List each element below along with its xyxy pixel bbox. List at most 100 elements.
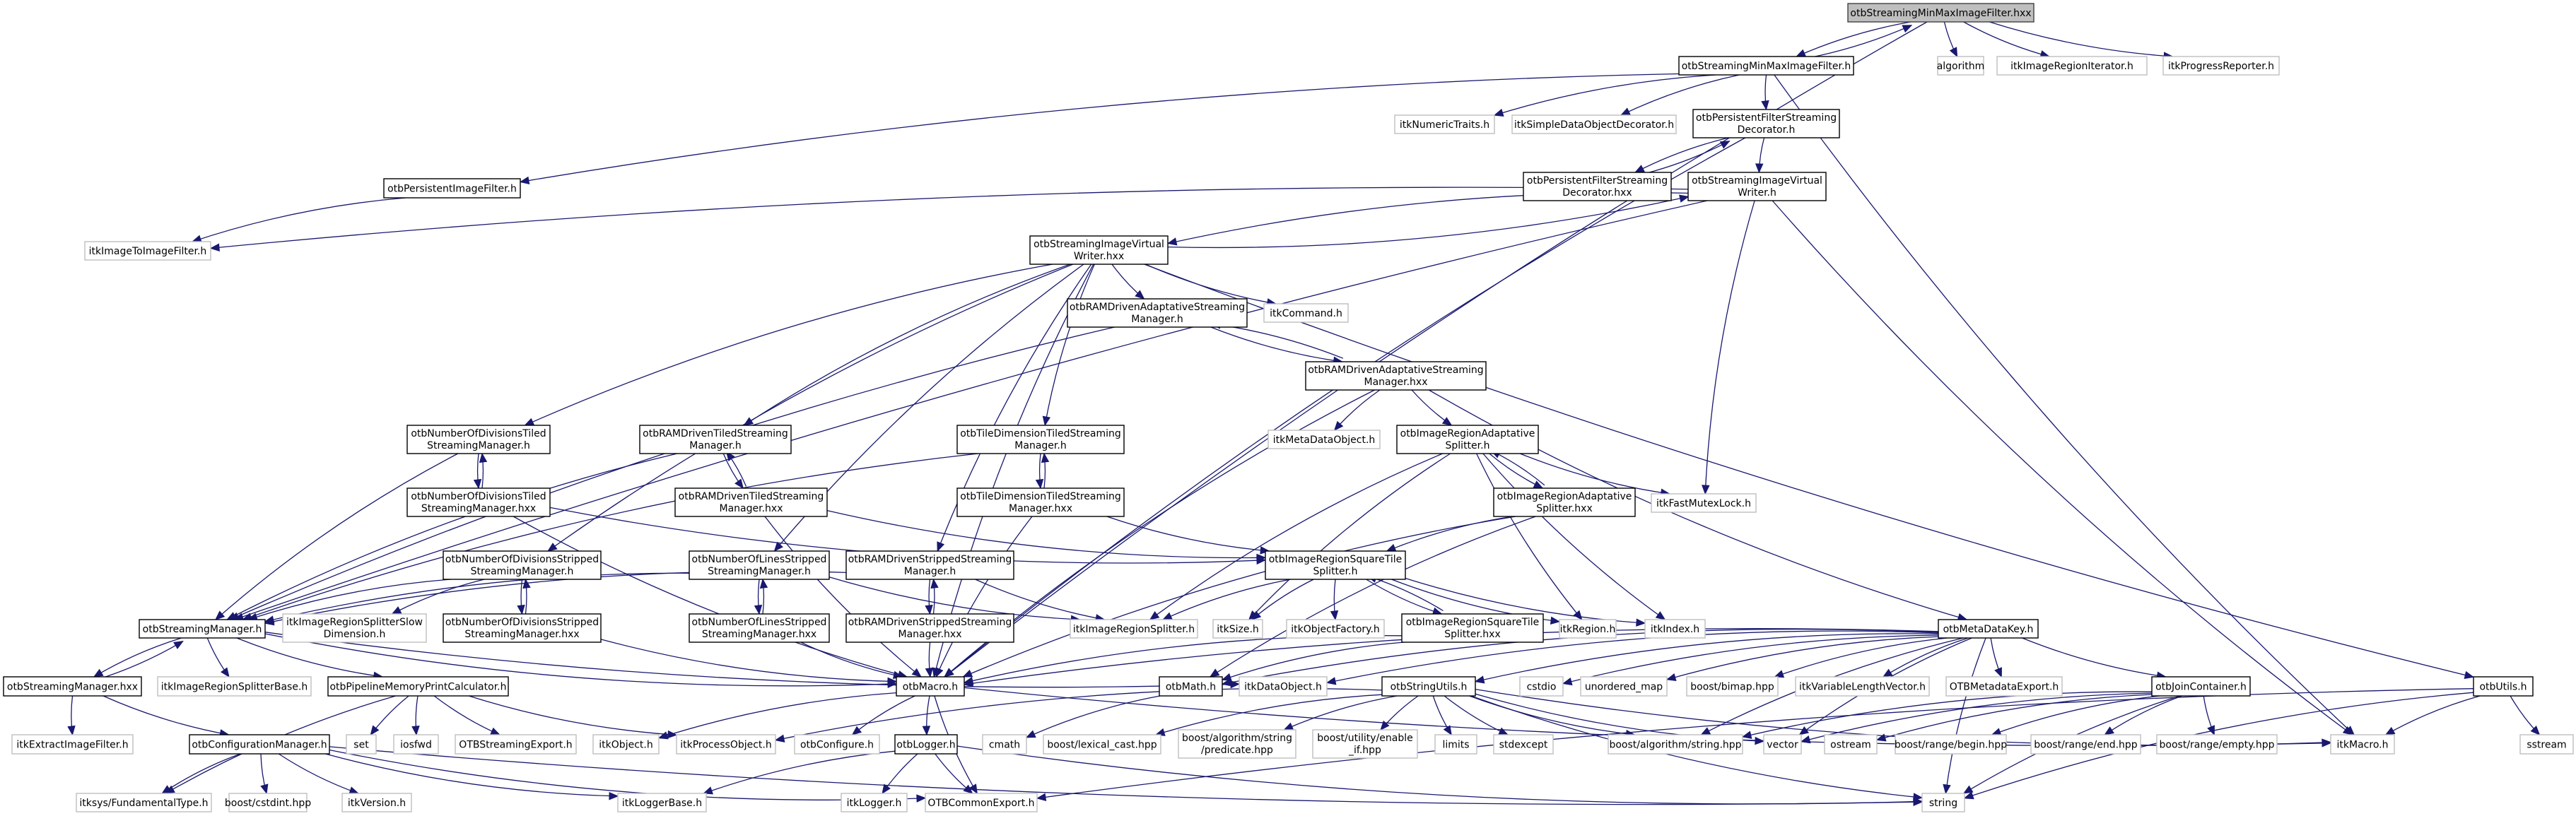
node-sm_h[interactable]: otbStreamingManager.h xyxy=(139,619,266,639)
node-predicate[interactable]: boost/algorithm/string/predicate.hpp xyxy=(1178,729,1296,759)
node-itkImageRegionSplitter[interactable]: itkImageRegionSplitter.h xyxy=(1070,619,1198,639)
node-cstdint[interactable]: boost/cstdint.hpp xyxy=(225,793,311,812)
node-label: boost/bimap.hpp xyxy=(1690,682,1774,693)
node-string[interactable]: string xyxy=(1921,793,1965,812)
node-nodtsm_h[interactable]: otbNumberOfDivisionsTiledStreamingManage… xyxy=(406,425,551,454)
node-pfsd_hxx[interactable]: otbPersistentFilterStreamingDecorator.hx… xyxy=(1523,172,1672,201)
node-minmax_h[interactable]: otbStreamingMinMaxImageFilter.h xyxy=(1678,56,1854,76)
node-iosfwd[interactable]: iosfwd xyxy=(393,734,439,755)
node-itkLogger[interactable]: itkLogger.h xyxy=(841,793,908,812)
node-itkLoggerBase[interactable]: itkLoggerBase.h xyxy=(617,793,707,812)
node-nolssm_h[interactable]: otbNumberOfLinesStrippedStreamingManager… xyxy=(689,550,830,580)
node-algorithm[interactable]: algorithm xyxy=(1937,56,1985,76)
node-cstdio[interactable]: cstdio xyxy=(1519,676,1564,697)
node-range_empty[interactable]: boost/range/empty.hpp xyxy=(2156,734,2278,755)
node-configManager[interactable]: otbConfigurationManager.h xyxy=(189,734,330,755)
node-itkObjectFactory[interactable]: itkObjectFactory.h xyxy=(1286,619,1385,639)
node-itkImageToImageFilter[interactable]: itkImageToImageFilter.h xyxy=(84,241,211,261)
node-sm_hxx[interactable]: otbStreamingManager.hxx xyxy=(3,676,142,697)
node-OTBStreamingExport[interactable]: OTBStreamingExport.h xyxy=(455,734,577,755)
node-enable_if[interactable]: boost/utility/enable_if.hpp xyxy=(1312,729,1418,759)
node-box xyxy=(845,613,1014,643)
node-nodssm_h[interactable]: otbNumberOfDivisionsStrippedStreamingMan… xyxy=(443,550,602,580)
node-itkProgressReporter[interactable]: itkProgressReporter.h xyxy=(2162,56,2280,76)
node-set[interactable]: set xyxy=(346,734,377,755)
node-itkVLV[interactable]: itkVariableLengthVector.h xyxy=(1795,676,1930,697)
node-math[interactable]: otbMath.h xyxy=(1159,676,1223,697)
edge-rdasm_hxx-to-rdasm_h xyxy=(1212,323,1344,359)
node-ostream[interactable]: ostream xyxy=(1824,734,1878,755)
node-metaDataKey[interactable]: otbMetaDataKey.h xyxy=(1938,619,2039,639)
node-label: otbImageRegionAdaptative xyxy=(1400,428,1535,439)
node-itkSimpleDataObjectDecorator[interactable]: itkSimpleDataObjectDecorator.h xyxy=(1511,114,1677,134)
node-box xyxy=(1921,793,1965,812)
node-lexical_cast[interactable]: boost/lexical_cast.hpp xyxy=(1043,734,1161,755)
node-itkVersion[interactable]: itkVersion.h xyxy=(341,793,412,812)
node-nodssm_hxx[interactable]: otbNumberOfDivisionsStrippedStreamingMan… xyxy=(443,613,602,643)
node-itkSize[interactable]: itkSize.h xyxy=(1212,619,1263,639)
node-itkImageRegionIterator[interactable]: itkImageRegionIterator.h xyxy=(1996,56,2148,76)
node-itkProcessObject[interactable]: itkProcessObject.h xyxy=(676,734,776,755)
node-itkIndex[interactable]: itkIndex.h xyxy=(1644,619,1706,639)
node-itkFastMutexLock[interactable]: itkFastMutexLock.h xyxy=(1651,493,1757,513)
node-nolssm_hxx[interactable]: otbNumberOfLinesStrippedStreamingManager… xyxy=(689,613,830,643)
node-range_begin[interactable]: boost/range/begin.hpp xyxy=(1895,734,2007,755)
node-box xyxy=(592,734,660,755)
node-itkMetaDataObject[interactable]: itkMetaDataObject.h xyxy=(1267,430,1381,449)
node-itkObject[interactable]: itkObject.h xyxy=(592,734,660,755)
node-OTBMetadataExport[interactable]: OTBMetadataExport.h xyxy=(1945,676,2063,697)
node-tdtsm_hxx[interactable]: otbTileDimensionTiledStreamingManager.hx… xyxy=(956,487,1125,517)
node-persistentImageFilter[interactable]: otbPersistentImageFilter.h xyxy=(383,178,521,199)
node-fundamentalType[interactable]: itksys/FundamentalType.h xyxy=(76,793,212,812)
arrowhead-icon xyxy=(925,604,933,615)
node-label: itkExtractImageFilter.h xyxy=(16,740,128,751)
node-rdasm_hxx[interactable]: otbRAMDrivenAdaptativeStreamingManager.h… xyxy=(1305,361,1487,391)
node-otbConfigure[interactable]: otbConfigure.h xyxy=(794,734,880,755)
node-vector[interactable]: vector xyxy=(1763,734,1802,755)
node-utils[interactable]: otbUtils.h xyxy=(2473,676,2534,697)
node-range_end[interactable]: boost/range/end.hpp xyxy=(2030,734,2141,755)
node-joinContainer[interactable]: otbJoinContainer.h xyxy=(2151,676,2251,697)
node-stdexcept[interactable]: stdexcept xyxy=(1493,734,1554,755)
arrowhead-icon xyxy=(490,727,500,735)
node-logger[interactable]: otbLogger.h xyxy=(894,734,958,755)
arrowhead-icon xyxy=(754,604,763,615)
edge-logger-to-itkLoggerBase xyxy=(703,750,896,794)
node-itkExtractImageFilter[interactable]: itkExtractImageFilter.h xyxy=(11,734,134,755)
node-itkRegion[interactable]: itkRegion.h xyxy=(1559,619,1617,639)
node-macro[interactable]: otbMacro.h xyxy=(896,676,965,697)
node-bimap[interactable]: boost/bimap.hpp xyxy=(1686,676,1779,697)
node-nodtsm_hxx[interactable]: otbNumberOfDivisionsTiledStreamingManage… xyxy=(406,487,551,517)
edge-nodtsm_h-to-sm_h xyxy=(215,453,459,620)
node-itkMacro[interactable]: itkMacro.h xyxy=(2330,734,2395,755)
edge-joinContainer-to-ostream xyxy=(1876,694,2153,741)
node-pmpc[interactable]: otbPipelineMemoryPrintCalculator.h xyxy=(327,676,509,697)
node-unordered_map[interactable]: unordered_map xyxy=(1580,676,1668,697)
node-sstream[interactable]: sstream xyxy=(2519,734,2574,755)
node-OTBCommonExport[interactable]: OTBCommonExport.h xyxy=(925,793,1038,812)
node-box xyxy=(3,676,142,697)
node-itkDataObject[interactable]: itkDataObject.h xyxy=(1239,676,1328,697)
arrowhead-icon xyxy=(963,679,974,687)
node-limits[interactable]: limits xyxy=(1434,734,1477,755)
node-itkIRSBase[interactable]: itkImageRegionSplitterBase.h xyxy=(157,676,312,697)
node-itkNumericTraits[interactable]: itkNumericTraits.h xyxy=(1394,114,1495,134)
node-stringUtils[interactable]: otbStringUtils.h xyxy=(1381,676,1476,697)
node-itkCommand[interactable]: itkCommand.h xyxy=(1263,303,1349,323)
node-algo_string[interactable]: boost/algorithm/string.hpp xyxy=(1608,734,1743,755)
node-cmath[interactable]: cmath xyxy=(982,734,1027,755)
